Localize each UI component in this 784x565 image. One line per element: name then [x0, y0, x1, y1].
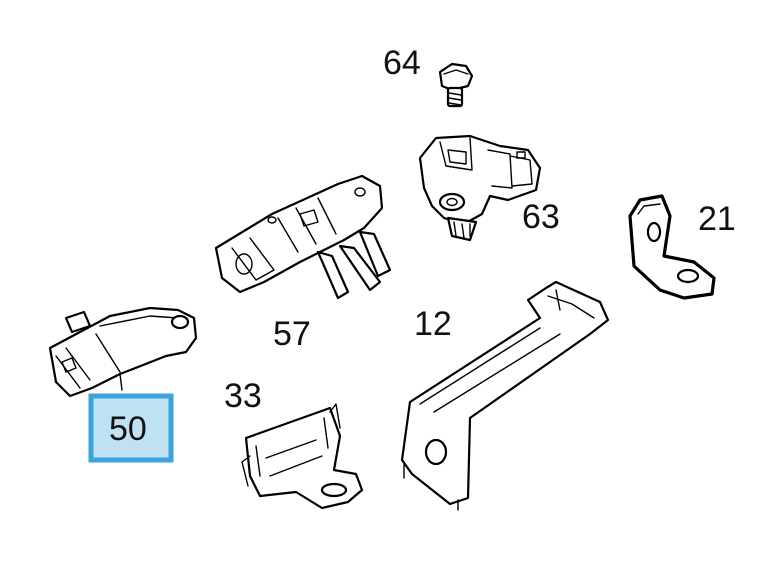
part-label-57: 57 — [273, 315, 311, 353]
part-label-50-highlight[interactable]: 50 — [88, 393, 174, 463]
part-label-64: 64 — [383, 44, 421, 82]
part-63-map-sensor[interactable] — [418, 134, 542, 242]
part-33-clip[interactable] — [241, 403, 364, 510]
part-50-sensor[interactable] — [48, 306, 198, 398]
part-label-33: 33 — [224, 377, 262, 415]
part-label-21: 21 — [698, 200, 736, 238]
part-label-12: 12 — [414, 305, 452, 343]
part-label-63: 63 — [522, 198, 560, 236]
part-21-bracket[interactable] — [628, 194, 716, 300]
part-64-bolt[interactable] — [438, 62, 474, 108]
part-12-long-bracket[interactable] — [400, 280, 610, 511]
part-57-pressure-sensor[interactable] — [214, 174, 392, 300]
highlight-box — [88, 393, 174, 463]
part-label-50: 50 — [109, 410, 147, 448]
